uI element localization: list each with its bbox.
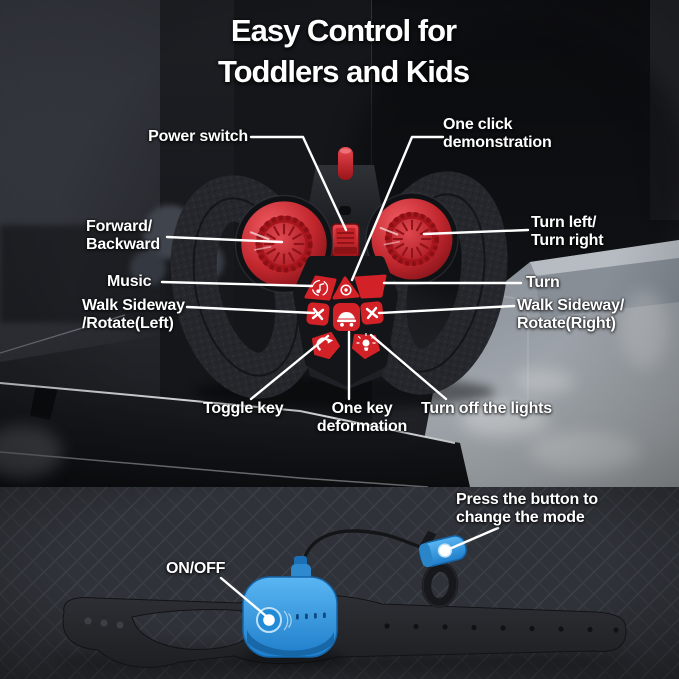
- finger-ring: [421, 562, 459, 608]
- music-button: [304, 275, 337, 301]
- cross-arrows-icon: [365, 306, 379, 320]
- finger-clip: [418, 531, 467, 608]
- body-hole: [339, 206, 351, 215]
- leader-music: [160, 280, 314, 288]
- leader-turn-left-right: [422, 228, 530, 236]
- deformation-button: [333, 303, 360, 331]
- turn-key-button: [354, 274, 387, 299]
- strap-rivet: [84, 617, 92, 625]
- leader-walk-right: [377, 304, 516, 315]
- leader-power-switch: [249, 135, 348, 232]
- one-click-demo-button: [332, 276, 360, 300]
- wristband-section: [0, 487, 679, 679]
- leader-lights: [369, 333, 448, 401]
- control-pod: [240, 556, 344, 665]
- leader-lines: [160, 135, 530, 618]
- leader-one-click: [350, 135, 445, 282]
- rotate-arrow-icon: [316, 337, 334, 351]
- mode-cable: [301, 529, 427, 563]
- power-switch-button: [331, 223, 360, 258]
- leader-toggle-key: [249, 334, 330, 401]
- leader-press-button: [445, 526, 500, 552]
- leader-forward-backward: [165, 235, 284, 244]
- cross-arrows-icon: [311, 307, 325, 321]
- strap-rivet: [100, 619, 108, 627]
- strap-holes: [384, 623, 619, 633]
- toggle-key-button: [312, 332, 340, 359]
- speaker-waves: [283, 610, 292, 631]
- light-bulb-icon: [356, 333, 376, 351]
- strap-rivet: [116, 621, 124, 629]
- leader-walk-left: [185, 305, 316, 315]
- lights-button: [352, 333, 380, 359]
- target-circle-icon: [340, 284, 352, 296]
- red-antenna: [338, 147, 353, 180]
- walk-rotate-right-button: [360, 301, 384, 325]
- mode-led-dots: [296, 612, 326, 620]
- car-deformation-icon: [337, 312, 356, 327]
- leader-on-off: [219, 576, 268, 618]
- music-note-icon: [311, 279, 329, 297]
- walk-rotate-left-button: [306, 302, 330, 326]
